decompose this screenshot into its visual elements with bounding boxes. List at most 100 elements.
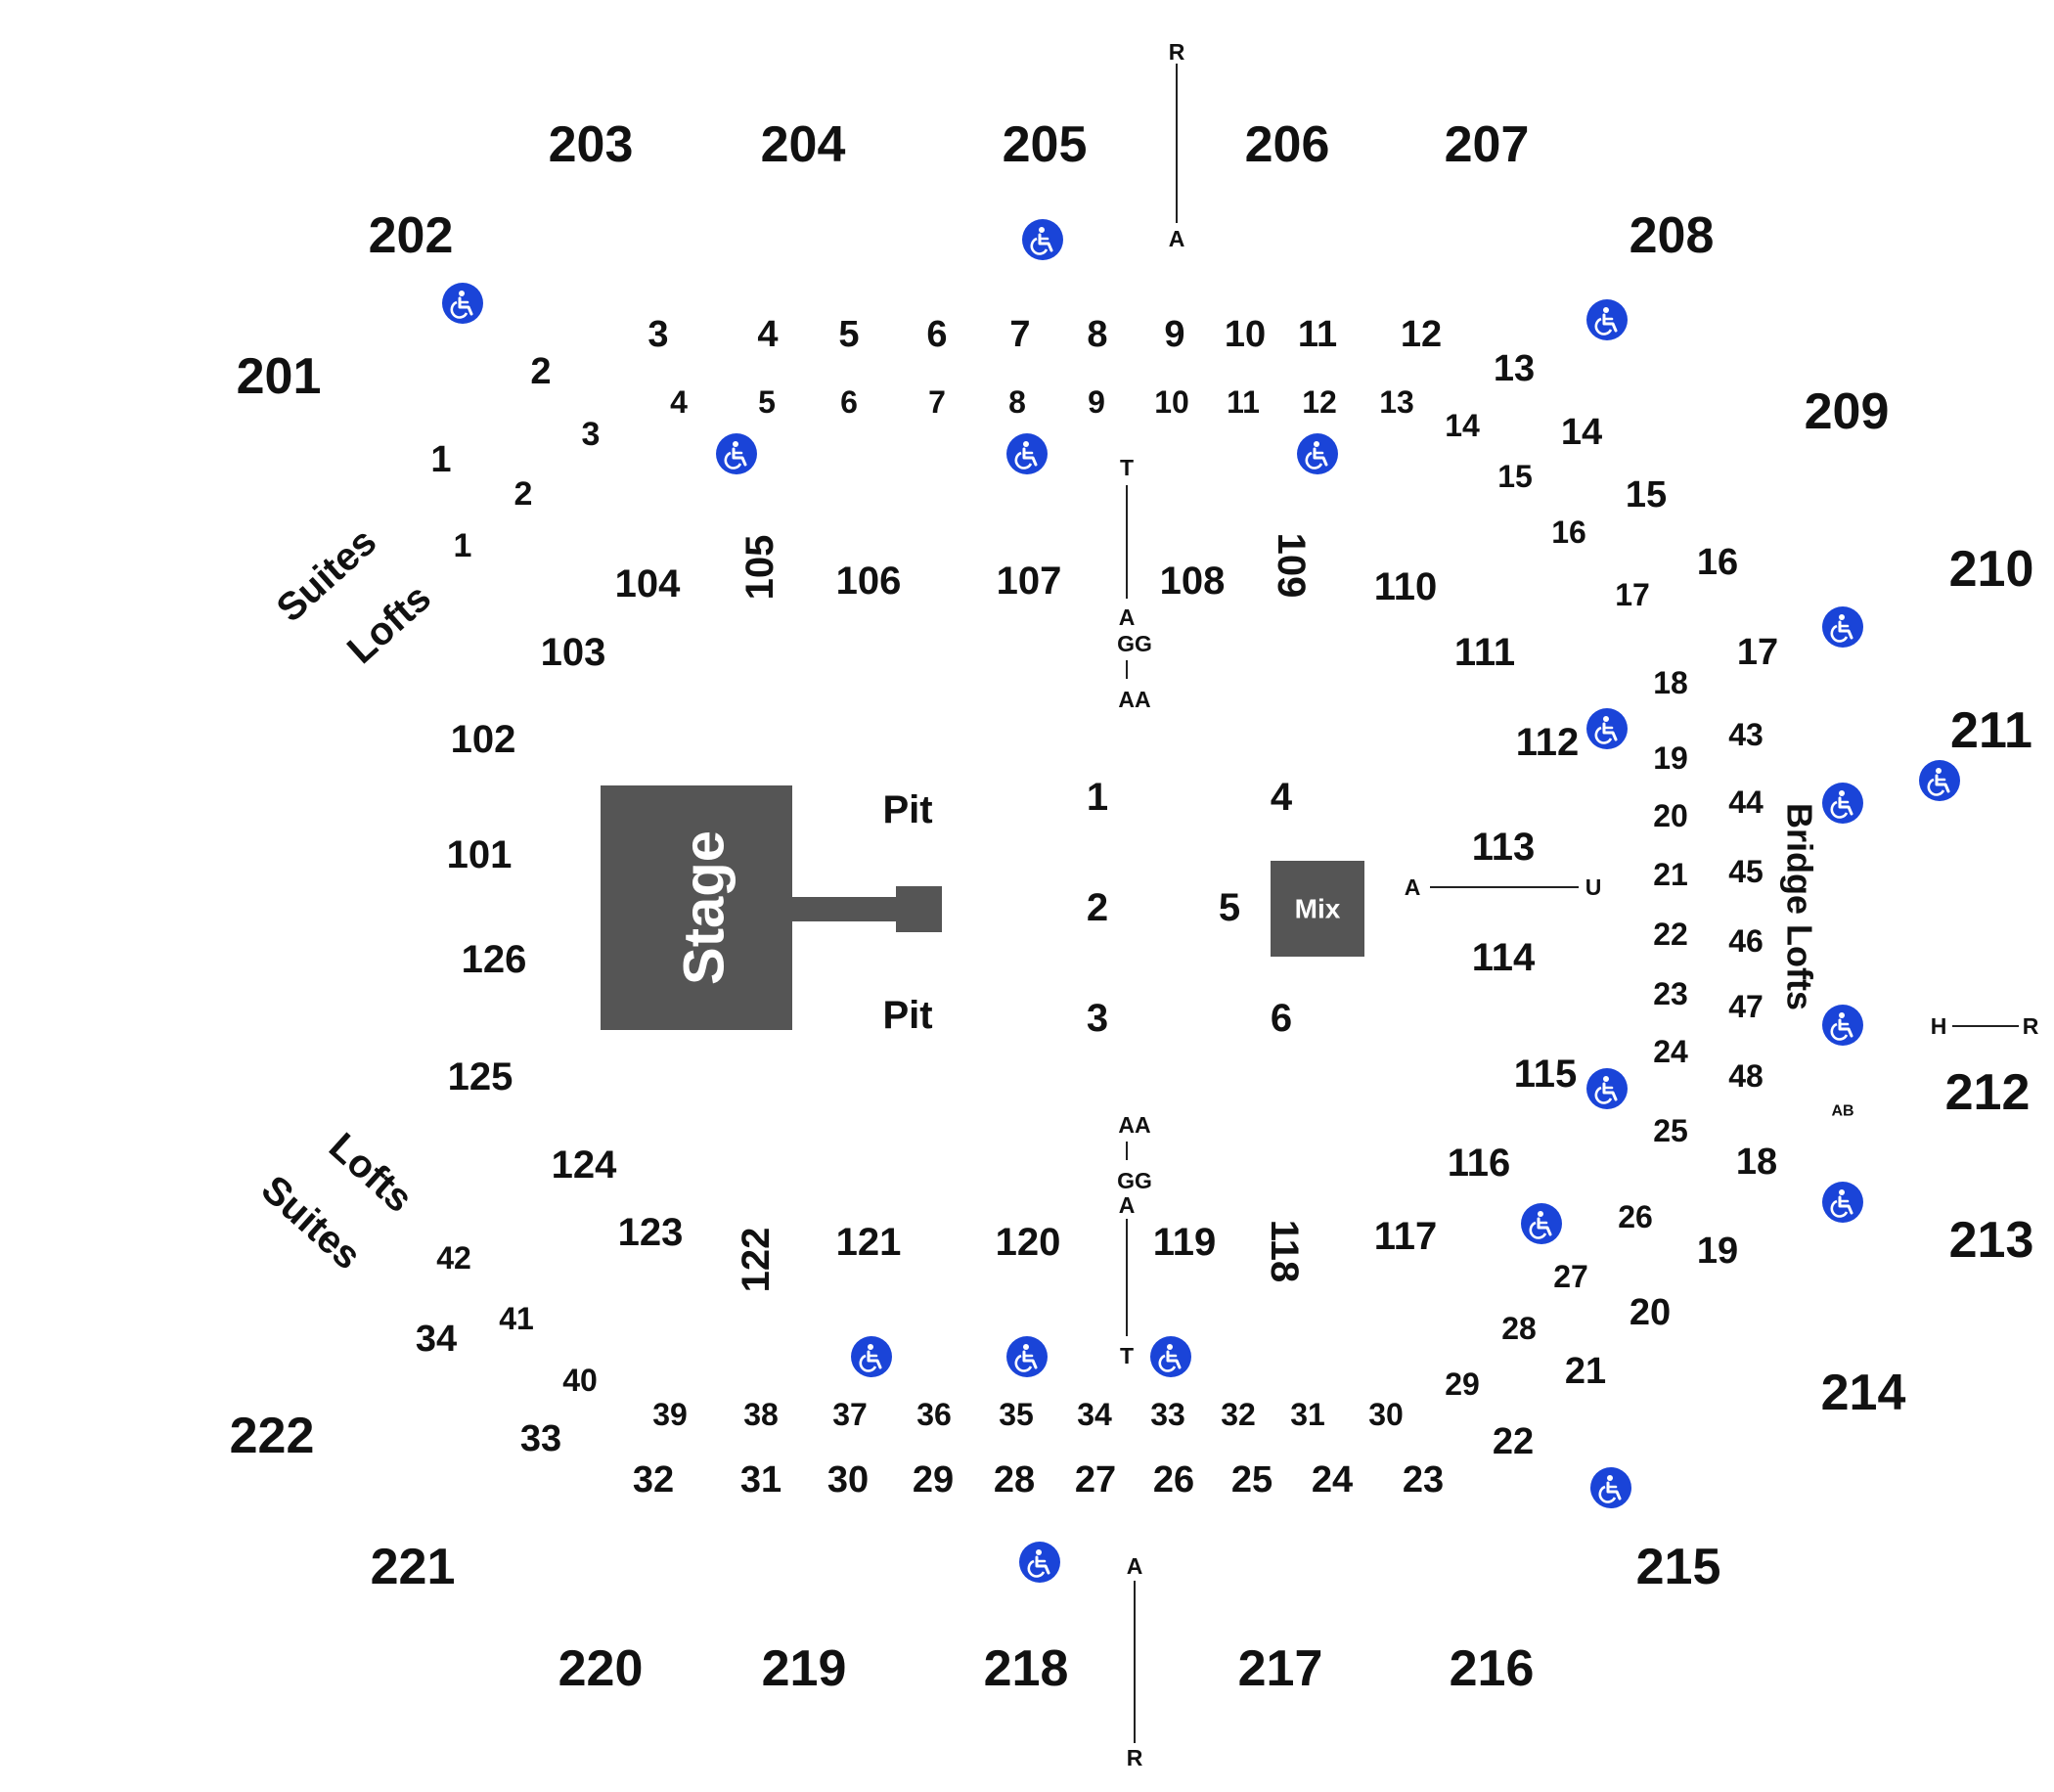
loft[interactable]: 32 (1221, 1397, 1256, 1432)
section-213[interactable]: 213 (1949, 1212, 2034, 1269)
suite[interactable]: 3 (647, 314, 668, 355)
suite[interactable]: 32 (633, 1459, 674, 1501)
loft[interactable]: 23 (1653, 976, 1688, 1011)
section-203[interactable]: 203 (549, 116, 634, 173)
loft[interactable]: 14 (1445, 408, 1480, 443)
loft[interactable]: 11 (1227, 384, 1260, 420)
loft[interactable]: 15 (1497, 459, 1533, 494)
loft[interactable]: 36 (916, 1397, 952, 1432)
loft[interactable]: 41 (499, 1301, 534, 1336)
section-120[interactable]: 120 (996, 1221, 1061, 1264)
loft[interactable]: 22 (1653, 917, 1688, 952)
suite[interactable]: 20 (1630, 1292, 1671, 1333)
suite[interactable]: 27 (1075, 1459, 1116, 1501)
suite[interactable]: 9 (1164, 314, 1184, 355)
suite[interactable]: 17 (1737, 632, 1778, 673)
suite[interactable]: 28 (994, 1459, 1035, 1501)
suite[interactable]: 25 (1231, 1459, 1273, 1501)
loft[interactable]: 9 (1088, 384, 1105, 420)
floor-section[interactable]: 4 (1271, 776, 1293, 819)
pit-top[interactable]: Pit (882, 788, 932, 831)
suite[interactable]: 4 (757, 314, 778, 355)
section-125[interactable]: 125 (448, 1055, 514, 1098)
suite[interactable]: 26 (1153, 1459, 1194, 1501)
section-222[interactable]: 222 (230, 1408, 315, 1464)
suite[interactable]: 18 (1736, 1142, 1777, 1183)
loft[interactable]: 5 (758, 384, 776, 420)
section-217[interactable]: 217 (1238, 1640, 1323, 1697)
stage-block[interactable] (601, 785, 792, 1030)
section-126[interactable]: 126 (462, 938, 527, 981)
section-121[interactable]: 121 (836, 1221, 902, 1264)
suite[interactable]: 7 (1009, 314, 1030, 355)
loft[interactable]: 35 (999, 1397, 1034, 1432)
section-117[interactable]: 117 (1374, 1215, 1438, 1258)
loft[interactable]: 40 (562, 1363, 598, 1398)
loft[interactable]: 7 (928, 384, 946, 420)
suite[interactable]: 23 (1403, 1459, 1444, 1501)
section-206[interactable]: 206 (1245, 116, 1330, 173)
section-221[interactable]: 221 (371, 1539, 456, 1595)
loft[interactable]: 29 (1445, 1366, 1480, 1402)
suite[interactable]: 1 (430, 439, 451, 480)
loft[interactable]: 18 (1653, 665, 1688, 700)
bridge-loft[interactable]: 43 (1728, 717, 1764, 752)
loft[interactable]: 26 (1618, 1199, 1653, 1234)
section-209[interactable]: 209 (1805, 383, 1890, 440)
suite[interactable]: 29 (913, 1459, 954, 1501)
loft[interactable]: 10 (1154, 384, 1189, 420)
section-219[interactable]: 219 (762, 1640, 847, 1697)
suite[interactable]: 10 (1225, 314, 1266, 355)
loft[interactable]: 28 (1501, 1311, 1537, 1346)
loft[interactable]: 1 (454, 527, 472, 564)
loft[interactable]: 33 (1150, 1397, 1185, 1432)
loft[interactable]: 20 (1653, 798, 1688, 833)
loft[interactable]: 21 (1653, 857, 1688, 892)
loft[interactable]: 31 (1290, 1397, 1325, 1432)
section-106[interactable]: 106 (836, 560, 902, 603)
section-119[interactable]: 119 (1153, 1221, 1217, 1264)
section-103[interactable]: 103 (541, 631, 606, 674)
suite[interactable]: 8 (1087, 314, 1107, 355)
loft[interactable]: 38 (743, 1397, 779, 1432)
section-212[interactable]: 212 (1945, 1064, 2031, 1121)
section-216[interactable]: 216 (1450, 1640, 1535, 1697)
section-118[interactable]: 118 (1263, 1220, 1306, 1283)
floor-section[interactable]: 2 (1087, 886, 1108, 929)
floor-section[interactable]: 6 (1271, 997, 1292, 1040)
suite[interactable]: 19 (1697, 1231, 1738, 1272)
section-207[interactable]: 207 (1445, 116, 1530, 173)
loft[interactable]: 8 (1008, 384, 1026, 420)
floor-section[interactable]: 5 (1219, 886, 1240, 929)
section-215[interactable]: 215 (1636, 1539, 1721, 1595)
suite[interactable]: 15 (1626, 474, 1667, 515)
section-101[interactable]: 101 (447, 833, 513, 876)
section-123[interactable]: 123 (618, 1211, 684, 1254)
section-114[interactable]: 114 (1472, 936, 1536, 979)
loft[interactable]: 24 (1653, 1034, 1688, 1069)
floor-section[interactable]: 3 (1087, 997, 1108, 1040)
suite[interactable]: 33 (520, 1418, 561, 1459)
section-220[interactable]: 220 (558, 1640, 644, 1697)
loft[interactable]: 39 (652, 1397, 688, 1432)
loft[interactable]: 13 (1379, 384, 1414, 420)
bridge-loft[interactable]: 45 (1728, 854, 1764, 889)
section-122[interactable]: 122 (735, 1228, 778, 1293)
section-111[interactable]: 111 (1454, 631, 1515, 674)
section-102[interactable]: 102 (451, 718, 516, 761)
bridge-loft[interactable]: 48 (1728, 1058, 1764, 1094)
section-202[interactable]: 202 (369, 207, 454, 264)
pit-bottom[interactable]: Pit (882, 994, 932, 1037)
section-124[interactable]: 124 (552, 1143, 617, 1187)
section-204[interactable]: 204 (761, 116, 846, 173)
section-211[interactable]: 211 (1950, 702, 2032, 759)
suite[interactable]: 5 (838, 314, 859, 355)
loft[interactable]: 37 (832, 1397, 868, 1432)
section-116[interactable]: 116 (1448, 1142, 1511, 1185)
section-105[interactable]: 105 (738, 535, 781, 601)
loft[interactable]: 2 (514, 475, 533, 513)
loft[interactable]: 3 (582, 416, 601, 453)
loft[interactable]: 30 (1368, 1397, 1404, 1432)
suite[interactable]: 14 (1561, 412, 1602, 453)
suite[interactable]: 34 (416, 1319, 457, 1360)
